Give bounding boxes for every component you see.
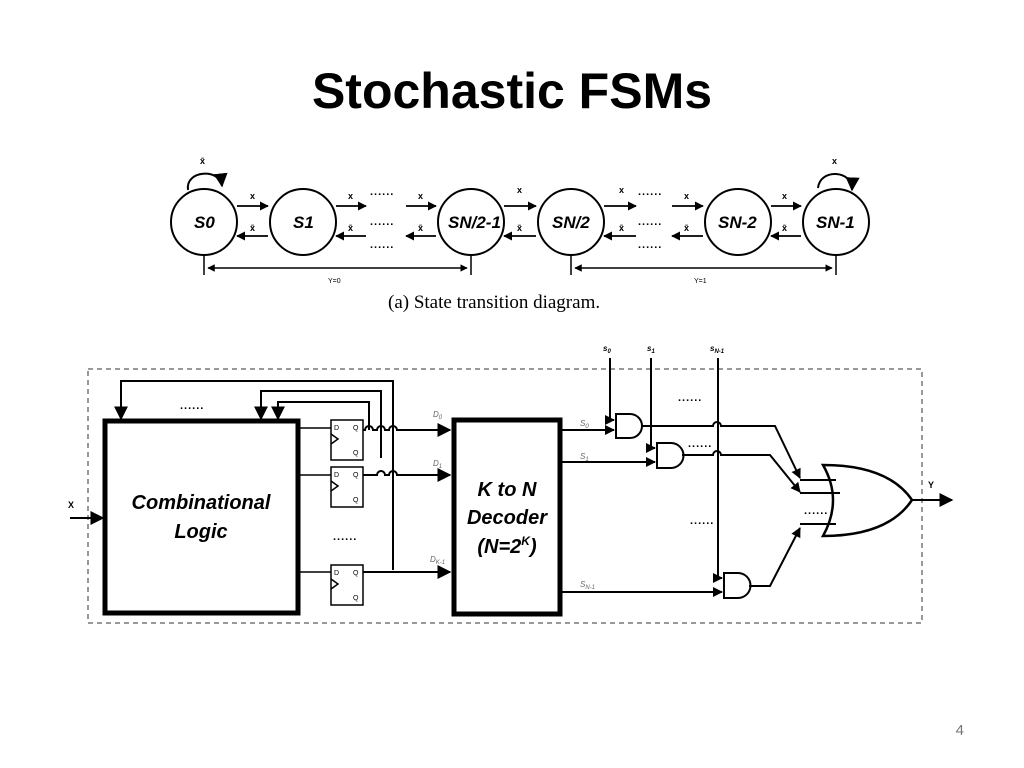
flip-flop-1 — [330, 466, 364, 508]
state-s1 — [269, 188, 337, 256]
decoder-outputs — [560, 425, 723, 597]
and-ellipsis-top: ...... — [678, 392, 702, 404]
ff-pin-qbar: Q — [353, 450, 359, 457]
and-gate-0 — [615, 413, 643, 439]
ff-pin-d: D — [334, 472, 339, 479]
arrow-label-xbar: x̄ — [517, 223, 522, 233]
arrow-label-xbar: x̄ — [619, 223, 624, 233]
ff-pin-d: D — [334, 570, 339, 577]
top-signal-sn-1: sN-1 — [710, 344, 725, 355]
decoder-label: K to N — [478, 479, 537, 501]
ff-input-lines — [298, 427, 331, 573]
ellipsis: ...... — [370, 186, 394, 198]
decoder-label: (N=2K) — [477, 534, 537, 558]
s1-output-label: S1 — [580, 452, 589, 463]
ff-pin-d: D — [334, 425, 339, 432]
flip-flops — [330, 419, 364, 606]
and-gates — [615, 413, 752, 599]
s0-output-label: S0 — [580, 419, 589, 430]
top-signal-lines — [605, 358, 723, 583]
arrow-label-x: x — [782, 191, 787, 201]
input-label-x: X — [68, 500, 74, 510]
d-lines — [363, 423, 452, 579]
state-label-s0: S0 — [194, 213, 215, 232]
ff-pin-q: Q — [353, 472, 359, 479]
ellipsis: ...... — [638, 239, 662, 251]
ff-pin-qbar: Q — [353, 595, 359, 602]
arrow-label-xbar: x̄ — [348, 223, 353, 233]
output-label-y1: Y=1 — [694, 278, 707, 285]
arrow-label-x: x — [619, 185, 624, 195]
and-ellipsis-mid: ...... — [688, 438, 712, 450]
comb-logic-label: Combinational — [132, 492, 271, 514]
state-label-sn2: SN/2 — [552, 213, 590, 232]
arrow-label-xbar: x̄ — [684, 223, 689, 233]
ff-pin-qbar: Q — [353, 497, 359, 504]
arrow-label-xbar: x̄ — [418, 223, 423, 233]
self-loop-s0 — [186, 172, 228, 191]
or-ellipsis: ...... — [804, 505, 828, 517]
circuit-diagram: Combinational Logic X ...... D Q Q D Q Q — [68, 344, 954, 624]
arrow-label-x: x — [250, 191, 255, 201]
ellipsis: ...... — [638, 216, 662, 228]
slide-number: 4 — [955, 722, 964, 739]
d1-label: D1 — [433, 459, 442, 470]
ff-ellipsis: ...... — [333, 531, 357, 543]
transition-arrows — [236, 201, 802, 241]
arrow-label-x: x — [517, 185, 522, 195]
feedback-ellipsis: ...... — [180, 400, 204, 412]
state-sn-2 — [704, 188, 772, 256]
arrow-label-x: x — [348, 191, 353, 201]
and-to-or-lines — [641, 421, 801, 587]
self-loop-sn-1 — [817, 173, 860, 192]
or-input-stubs — [800, 479, 840, 525]
comb-logic-label: Logic — [174, 521, 227, 543]
combinational-logic-block — [102, 418, 301, 616]
or-gate — [820, 463, 914, 538]
ellipsis: ...... — [638, 186, 662, 198]
output-label-y: Y — [928, 480, 934, 490]
ff-pin-q: Q — [353, 425, 359, 432]
slide-title: Stochastic FSMs — [311, 63, 713, 119]
arrow-label-xbar: x̄ — [782, 223, 787, 233]
decoder-label: Decoder — [467, 507, 548, 529]
state-transition-diagram — [170, 172, 870, 275]
arrow-label-x: x — [418, 191, 423, 201]
and-gate-n-1 — [723, 572, 752, 599]
and-ellipsis-low: ...... — [690, 515, 714, 527]
ff-pin-q: Q — [353, 570, 359, 577]
ellipsis: ...... — [370, 216, 394, 228]
state-label-sn2-1: SN/2-1 — [448, 213, 501, 232]
diagram-caption: (a) State transition diagram. — [388, 292, 600, 313]
state-label-s1: S1 — [293, 213, 314, 232]
output-label-y0: Y=0 — [328, 278, 341, 285]
dk-1-label: DK-1 — [430, 555, 445, 566]
top-signal-s0: s0 — [603, 344, 611, 355]
arrow-label-xbar: x̄ — [250, 223, 255, 233]
and-gate-1 — [656, 442, 685, 469]
feedback-lines — [114, 380, 394, 570]
circuit-boundary — [87, 368, 923, 624]
state-label-sn-1: SN-1 — [816, 213, 855, 232]
output-range — [203, 255, 837, 275]
loop-label-xbar: x̄ — [200, 156, 205, 166]
loop-label-x: x — [832, 156, 837, 166]
top-signal-s1: s1 — [647, 344, 655, 355]
ellipsis: ...... — [370, 239, 394, 251]
d0-label: D0 — [433, 410, 443, 421]
arrow-label-x: x — [684, 191, 689, 201]
sn-1-output-label: SN-1 — [580, 580, 595, 591]
decoder-block — [451, 417, 563, 617]
state-label-sn-2: SN-2 — [718, 213, 757, 232]
